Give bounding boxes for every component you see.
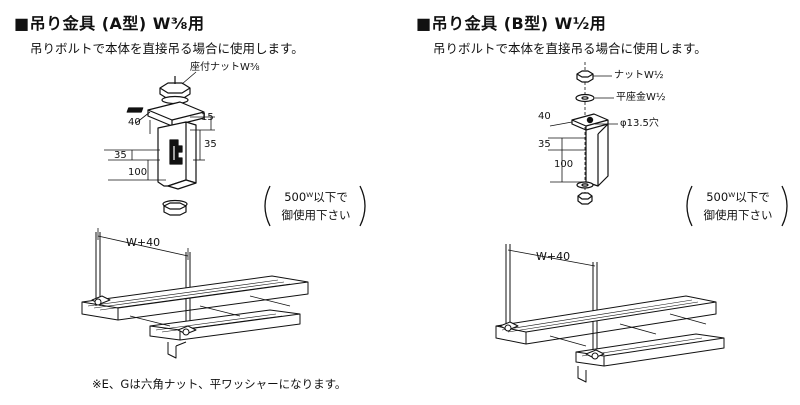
bracket-b-body (571, 113, 609, 187)
panel-b-drawing (495, 62, 788, 383)
washer-bottom-icon (576, 181, 594, 189)
bracket-top-plate (126, 101, 205, 127)
load-callout: 500ᵂ以下で 御使用下さい (276, 188, 356, 224)
dimension-lines-b (548, 121, 586, 183)
hex-nut-top-icon (576, 70, 594, 83)
dim-35-right: 35 (204, 139, 217, 150)
panel-a-subtitle: 吊りボルトで本体を直接吊る場合に使用します。 (30, 41, 304, 56)
panel-a-drawing (81, 71, 366, 359)
nut-b-label: ナットW½ (614, 70, 664, 81)
dim-b-100: 100 (554, 159, 574, 170)
nut-label: 座付ナットW⅜ (190, 62, 260, 73)
dim-b-35: 35 (538, 139, 551, 150)
panel-b-subtitle: 吊りボルトで本体を直接吊る場合に使用します。 (433, 41, 707, 56)
hex-nut-bottom-icon (577, 192, 593, 205)
dim-35-left: 35 (114, 150, 127, 161)
dim-b-40: 40 (538, 111, 551, 122)
tray-dim-label: W+40 (126, 236, 161, 249)
dim-100: 100 (128, 167, 148, 178)
panel-b-title: ■吊り金具 (B型) W½用 (416, 14, 607, 33)
callout-b-line-1: 500ᵂ以下で (706, 190, 770, 204)
flange-nut-bottom-icon (162, 199, 188, 216)
washer-top-icon (575, 93, 595, 103)
dimension-lines (104, 111, 215, 181)
callout-line-2: 御使用下さい (281, 208, 351, 222)
load-callout-b: 500ᵂ以下で 御使用下さい (698, 188, 778, 224)
tray-b-dim-label: W+40 (536, 250, 571, 263)
hole-b-label: φ13.5穴 (620, 118, 659, 129)
callout-b-line-2: 御使用下さい (703, 208, 773, 222)
panel-b-bracket: ■吊り金具 (B型) W½用 吊りボルトで本体を直接吊る場合に使用します。 (400, 0, 800, 405)
cable-tray-a (81, 228, 309, 359)
dim-15: 15 (201, 112, 214, 123)
washer-b-label: 平座金W½ (616, 92, 666, 103)
cable-tray-b (495, 244, 725, 383)
bracket-body (157, 121, 197, 190)
flange-nut-top-icon (159, 76, 191, 105)
footnote: ※E、Gは六角ナット、平ワッシャーになります。 (92, 377, 347, 391)
callout-line-1: 500ᵂ以下で (284, 190, 348, 204)
panel-a-bracket: ■吊り金具 (A型) W⅜用 吊りボルトで本体を直接吊る場合に使用します。 (14, 14, 366, 359)
panel-a-title: ■吊り金具 (A型) W⅜用 (14, 14, 205, 33)
dim-40: 40 (128, 117, 141, 128)
